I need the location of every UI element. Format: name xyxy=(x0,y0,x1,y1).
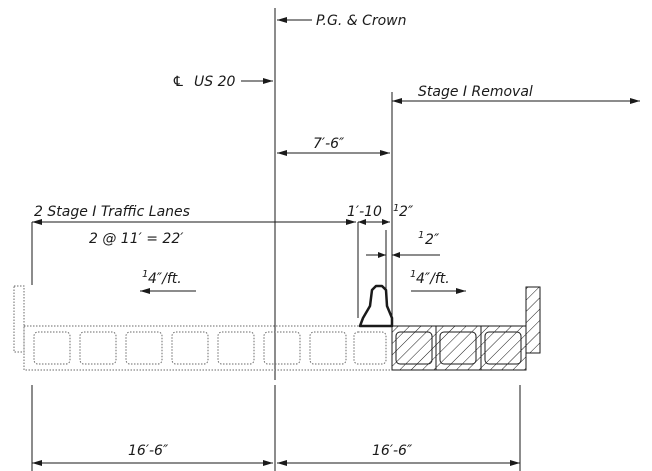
svg-text:1′-10: 1′-10 xyxy=(347,204,382,220)
right-railing xyxy=(525,286,541,354)
dimension-1-10-half-label: 1′-10 1 2 ″ xyxy=(347,203,414,220)
bottom-dimension-right xyxy=(277,460,520,466)
svg-text:1: 1 xyxy=(393,203,399,214)
svg-text:2: 2 xyxy=(399,204,408,220)
left-railing xyxy=(13,285,25,353)
dimension-half-inch-label: 1 2 ″ xyxy=(418,230,440,248)
dimension-7-6-label: 7′-6″ xyxy=(313,136,345,152)
centerline-symbol: ℄ xyxy=(172,74,185,90)
slope-left-arrow xyxy=(140,288,196,294)
stage-removal-label: Stage I Removal xyxy=(418,84,533,100)
dimension-7-6 xyxy=(277,150,390,156)
centerline-route-label: US 20 xyxy=(194,74,235,90)
deck-slab-retained xyxy=(23,325,393,371)
temporary-barrier xyxy=(358,284,394,328)
bottom-dimension-extensions xyxy=(31,385,521,471)
svg-text:1: 1 xyxy=(142,269,148,280)
traffic-lanes-dimension xyxy=(31,219,356,285)
bottom-dimension-right-label: 16′-6″ xyxy=(372,443,413,459)
slope-right-label: 1 4″/ft. xyxy=(410,269,450,287)
bottom-dimension-left-label: 16′-6″ xyxy=(128,443,169,459)
pg-crown-leader xyxy=(277,17,312,23)
traffic-lanes-label: 2 Stage I Traffic Lanes xyxy=(34,204,190,220)
slope-left-label: 1 4″/ft. xyxy=(142,269,182,287)
bottom-dimension-left xyxy=(32,460,273,466)
pg-crown-label: P.G. & Crown xyxy=(316,13,407,29)
slope-right-arrow xyxy=(411,288,466,294)
svg-text:″: ″ xyxy=(408,204,414,220)
dimension-1-10-half xyxy=(357,219,390,318)
svg-text:1: 1 xyxy=(410,269,416,280)
svg-text:″: ″ xyxy=(434,232,440,248)
centerline-leader xyxy=(241,78,273,84)
svg-text:2: 2 xyxy=(425,232,434,248)
svg-text:4″/ft.: 4″/ft. xyxy=(148,271,182,287)
deck-slab-removal xyxy=(391,325,527,371)
stage-removal-dimension xyxy=(392,98,640,104)
svg-text:1: 1 xyxy=(418,230,424,241)
lanes-calc-label: 2 @ 11′ = 22′ xyxy=(89,231,184,247)
svg-text:4″/ft.: 4″/ft. xyxy=(416,271,450,287)
